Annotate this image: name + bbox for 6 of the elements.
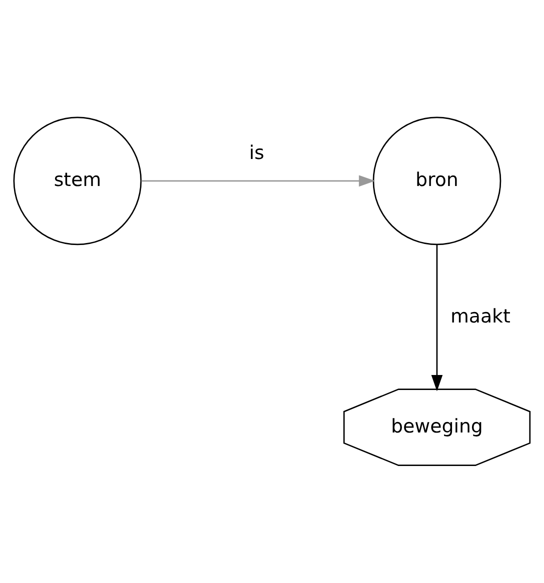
edge-label: maakt: [450, 305, 510, 328]
edge-label: is: [249, 142, 264, 164]
arrow: [431, 245, 443, 392]
node-circle: stem: [13, 116, 142, 246]
arrow: [141, 175, 376, 187]
node-circle: bron: [372, 116, 502, 246]
